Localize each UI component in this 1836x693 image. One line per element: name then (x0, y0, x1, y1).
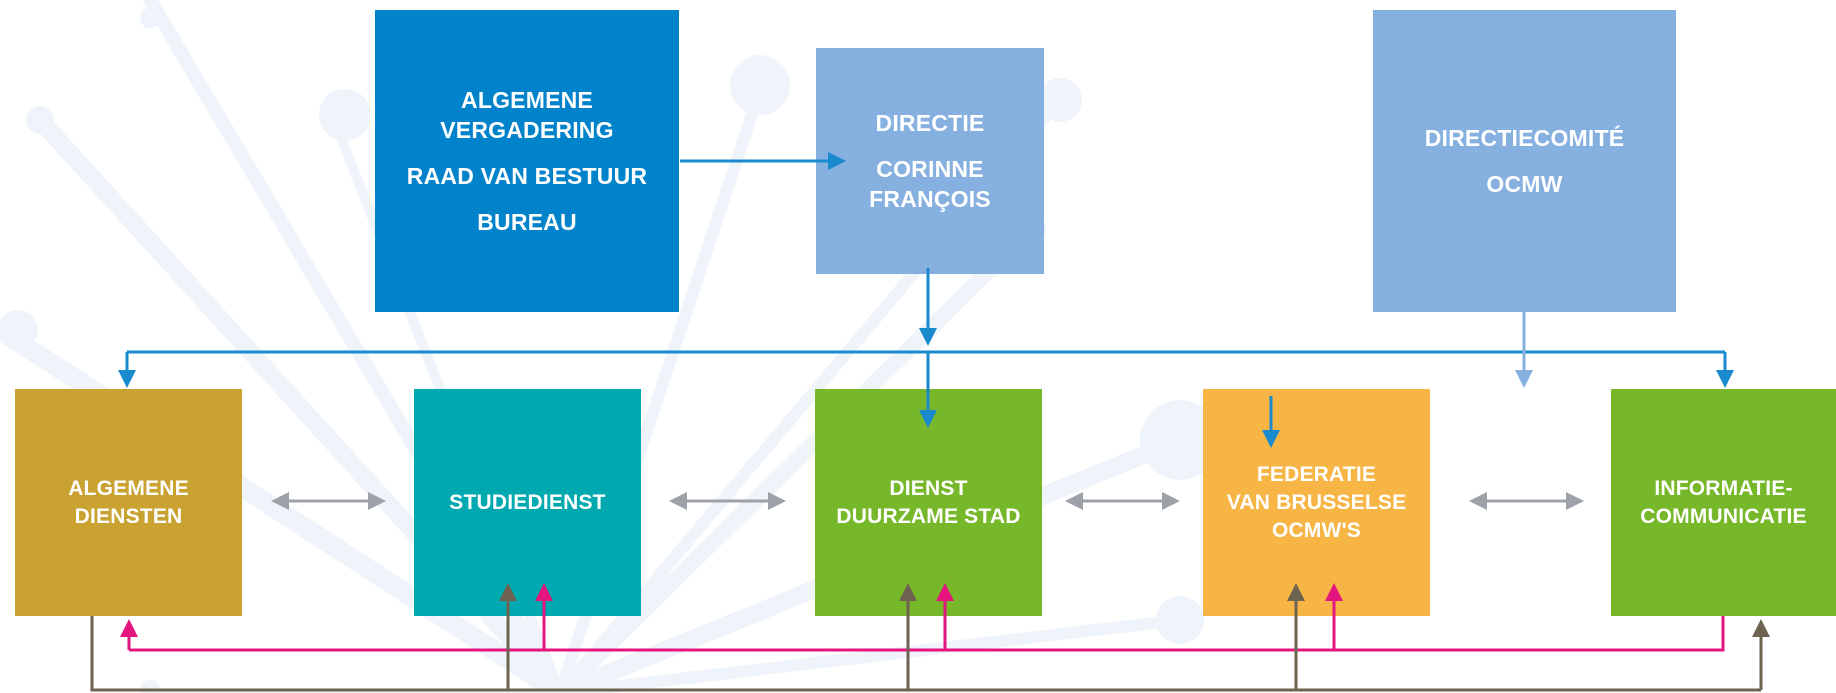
magenta-loop (120, 583, 1725, 652)
algemene-diensten-box-bg (15, 389, 242, 616)
general-assembly-box: ALGEMENE VERGADERING RAAD VAN BESTUUR BU… (375, 10, 679, 312)
algemene-diensten-box: ALGEMENE DIENSTEN (15, 389, 242, 616)
directiecomite-line-1: DIRECTIECOMITÉ (1424, 125, 1625, 151)
algemene-diensten-line-2: DIENSTEN (74, 504, 183, 528)
brown-loop-line (90, 616, 1761, 692)
directie-line-1: DIRECTIE (875, 110, 985, 136)
dienst-duurzame-stad-line-2: DUURZAME STAD (836, 504, 1021, 528)
informatie-line-2: COMMUNICATIE (1640, 504, 1807, 528)
brown-loop (90, 583, 1770, 692)
general-assembly-line-4: BUREAU (477, 209, 577, 235)
directie-line-3: FRANÇOIS (869, 186, 991, 212)
dienst-duurzame-stad-line-1: DIENST (889, 476, 968, 500)
directie-line-2: CORINNE (876, 156, 984, 182)
directie-box: DIRECTIE CORINNE FRANÇOIS (816, 48, 1044, 274)
directiecomite-box: DIRECTIECOMITÉ OCMW (1373, 10, 1676, 312)
magenta-loop-line (129, 616, 1725, 652)
general-assembly-line-3: RAAD VAN BESTUUR (406, 163, 648, 189)
directiecomite-box-bg (1373, 10, 1676, 312)
federatie-line-3: OCMW'S (1271, 518, 1361, 542)
hierarchy-connectors (118, 152, 1734, 448)
studiedienst-box: STUDIEDIENST (414, 389, 641, 616)
informatie-box: INFORMATIE- COMMUNICATIE (1611, 389, 1836, 616)
studiedienst-line-1: STUDIEDIENST (449, 490, 606, 514)
general-assembly-box-bg (375, 10, 679, 312)
federatie-line-1: FEDERATIE (1256, 462, 1377, 486)
directiecomite-line-2: OCMW (1486, 171, 1563, 197)
informatie-line-1: INFORMATIE- (1654, 476, 1793, 500)
algemene-diensten-line-1: ALGEMENE (68, 476, 189, 500)
directie-box-bg (816, 48, 1044, 274)
federatie-line-2: VAN BRUSSELSE (1226, 490, 1407, 514)
federatie-box-bg (1203, 389, 1430, 616)
informatie-box-bg (1611, 389, 1836, 616)
dienst-duurzame-stad-box: DIENST DUURZAME STAD (815, 389, 1042, 616)
general-assembly-line-1: ALGEMENE (461, 87, 593, 113)
federatie-box: FEDERATIE VAN BRUSSELSE OCMW'S (1203, 389, 1430, 616)
studiedienst-box-bg (414, 389, 641, 616)
general-assembly-line-2: VERGADERING (440, 117, 614, 143)
